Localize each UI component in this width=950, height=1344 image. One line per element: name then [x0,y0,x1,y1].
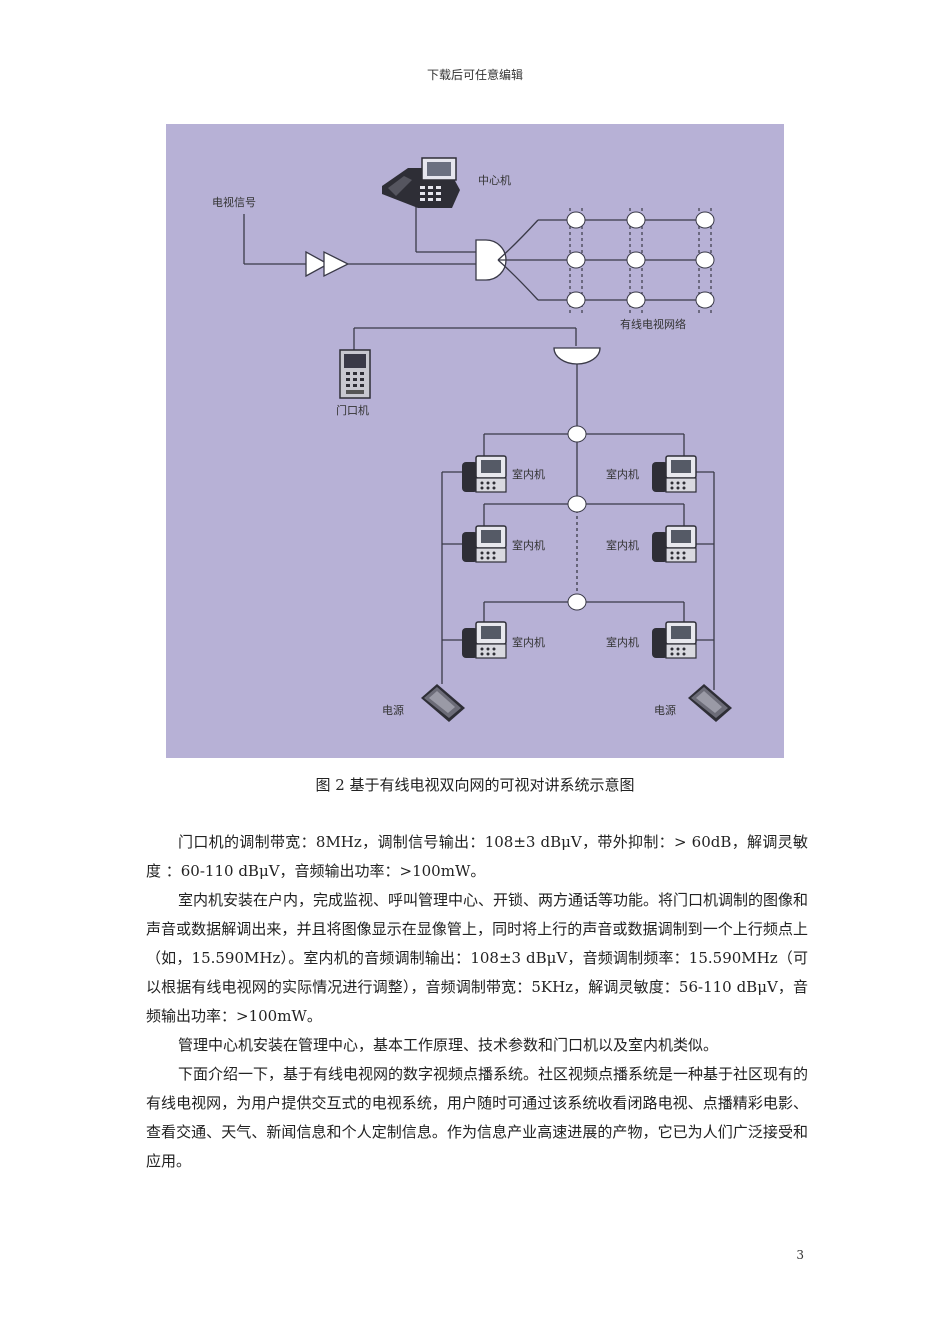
door-unit-icon [339,349,371,399]
paragraph: 门口机的调制带宽：8MHz，调制信号输出：108±3 dBμV，带外抑制：> 6… [146,833,808,880]
label-door-unit: 门口机 [336,403,369,417]
paragraph: 管理中心机安装在管理中心，基本工作原理、技术参数和门口机以及室内机类似。 [178,1036,719,1054]
label-indoor-unit: 室内机 [606,467,639,481]
label-catv-network: 有线电视网络 [620,317,686,331]
label-power: 电源 [654,703,676,717]
paragraph: 室内机安装在户内，完成监视、呼叫管理中心、开锁、两方通话等功能。将门口机调制的图… [146,891,809,1025]
system-diagram: 中心机 电视信号 有线电视网络 门口机 室内机 室内机 室内机 室内机 室内机 … [166,124,784,758]
label-indoor-unit: 室内机 [606,635,639,649]
page-header: 下载后可任意编辑 [426,68,523,82]
label-indoor-unit: 室内机 [512,635,545,649]
label-indoor-unit: 室内机 [512,538,545,552]
label-center: 中心机 [478,173,511,187]
center-phone-icon [382,157,460,208]
label-tv-signal: 电视信号 [212,195,256,209]
label-power: 电源 [382,703,404,717]
diagram-background [166,124,784,758]
label-indoor-unit: 室内机 [512,467,545,481]
page-number: 3 [796,1248,804,1262]
label-indoor-unit: 室内机 [606,538,639,552]
body-text: 门口机的调制带宽：8MHz，调制信号输出：108±3 dBμV，带外抑制：> 6… [146,828,808,1176]
paragraph: 下面介绍一下，基于有线电视网的数字视频点播系统。社区视频点播系统是一种基于社区现… [146,1065,809,1170]
figure-caption: 图 2 基于有线电视双向网的可视对讲系统示意图 [315,776,635,794]
